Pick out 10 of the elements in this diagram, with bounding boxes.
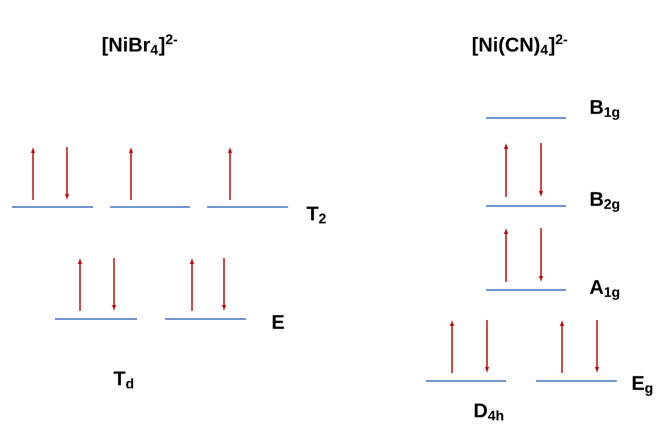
symmetry-label: T$_{2}$ — [306, 206, 326, 224]
symmetry-label: B$_{2g}$ — [590, 192, 620, 212]
heading: [NiBr$_{4}$]$^{2-}$ — [102, 34, 178, 56]
symmetry-label: E$_{g}$ — [632, 376, 652, 396]
heading: [Ni(CN)$_{4}$]$^{2-}$ — [472, 34, 568, 56]
symmetry-label: E — [272, 315, 284, 329]
symmetry-label: B$_{1g}$ — [590, 100, 620, 120]
symmetry-label: T$_{d}$ — [114, 372, 134, 388]
symmetry-label: A$_{1g}$ — [590, 280, 620, 300]
symmetry-label: D$_{4h}$ — [474, 404, 504, 420]
